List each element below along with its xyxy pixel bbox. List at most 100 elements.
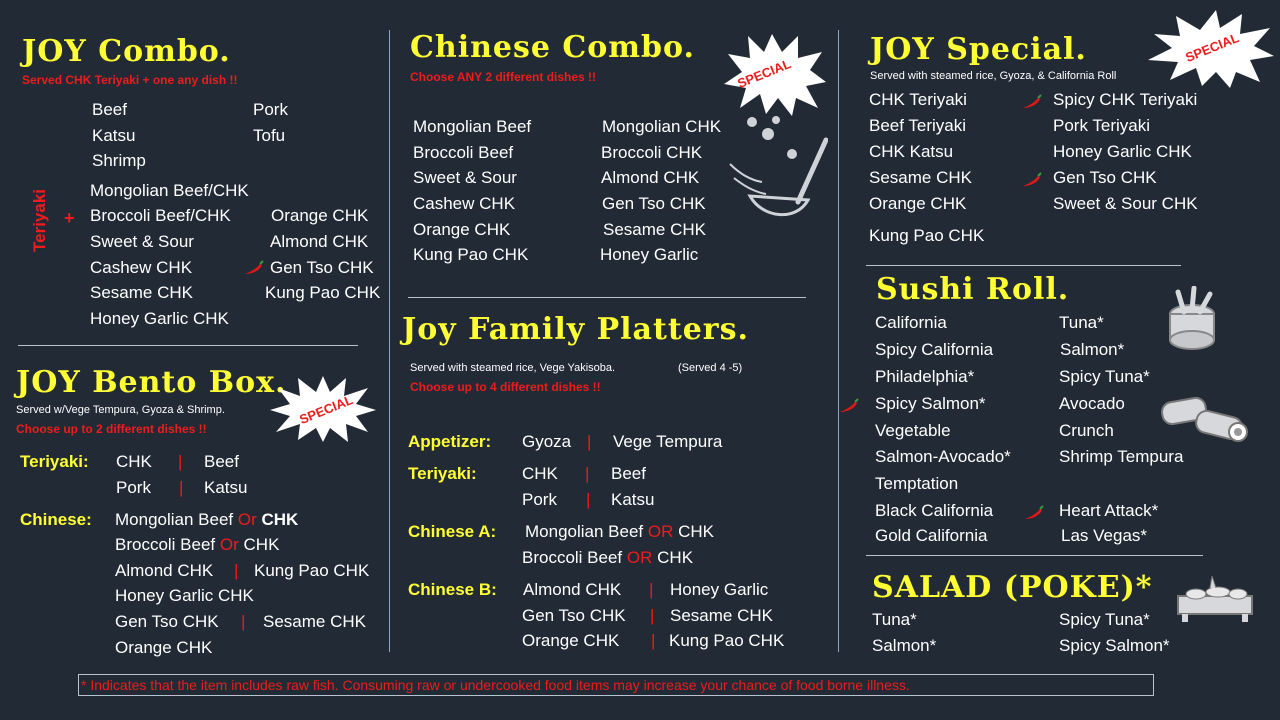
menu-item: Tuna*: [1059, 313, 1104, 332]
menu-item: Honey Garlic CHK: [115, 586, 254, 605]
menu-item: Salmon*: [872, 636, 937, 655]
menu-item: Mongolian Beef: [413, 117, 532, 136]
menu-item: Vege Tempura: [613, 432, 723, 451]
menu-item: Beef: [204, 452, 239, 471]
menu-item: Heart Attack*: [1059, 501, 1159, 520]
menu-item: CHK: [522, 464, 558, 483]
menu-item: Sesame CHK: [869, 168, 972, 187]
menu-item: Kung Pao CHK: [265, 283, 381, 302]
separator: |: [585, 464, 590, 483]
menu-item: Salmon-Avocado*: [875, 447, 1011, 466]
menu-item: Honey Garlic CHK: [90, 309, 229, 328]
chili-pepper-icon: [840, 398, 859, 412]
menu-item: Almond CHK: [601, 168, 700, 187]
menu-item: Pork: [116, 478, 151, 497]
column-divider-2: [838, 30, 839, 652]
menu-item: Sesame CHK: [603, 220, 706, 239]
family-appetizer-label: Appetizer:: [408, 432, 492, 451]
menu-item: Orange CHK: [522, 631, 620, 650]
menu-item: Orange CHK: [413, 220, 511, 239]
menu-item: Gen Tso CHK: [522, 606, 626, 625]
menu-item: Avocado: [1059, 394, 1125, 413]
special-starburst-icon: [270, 376, 376, 442]
menu-item: Almond CHK: [270, 232, 369, 251]
menu-item: Pork: [522, 490, 557, 509]
chili-pepper-icon: [245, 260, 264, 274]
menu-item: Gyoza: [522, 432, 572, 451]
menu-item: Gen Tso CHK: [270, 258, 374, 277]
menu-item: Pork: [253, 100, 288, 119]
menu-item: CHK: [116, 452, 152, 471]
menu-item: Broccoli Beef/CHK: [90, 206, 231, 225]
menu-item: Beef Teriyaki: [869, 116, 967, 135]
sushi-title: Sushi Roll.: [876, 272, 1070, 307]
menu-item: Broccoli Beef OR CHK: [522, 548, 694, 567]
plus-sign: +: [64, 208, 75, 228]
menu-item: Sweet & Sour CHK: [1053, 194, 1198, 213]
menu-item: Mongolian Beef/CHK: [90, 181, 249, 200]
separator: |: [241, 612, 246, 631]
special-starburst-icon: [724, 34, 826, 116]
menu-item: Kung Pao CHK: [869, 226, 985, 245]
menu-item: Tuna*: [872, 610, 917, 629]
menu-item: Shrimp: [92, 151, 146, 170]
menu-item: Orange CHK: [115, 638, 213, 657]
raw-fish-disclaimer: * Indicates that the item includes raw f…: [78, 674, 1154, 696]
menu-item: Kung Pao CHK: [669, 631, 785, 650]
menu-item: Almond CHK: [115, 561, 214, 580]
menu-item: Spicy Tuna*: [1059, 610, 1150, 629]
joy-combo-title: JOY Combo.: [22, 34, 231, 69]
bento-title: JOY Bento Box.: [16, 365, 287, 400]
menu-item: Pork Teriyaki: [1053, 116, 1150, 135]
menu-item: Shrimp Tempura: [1059, 447, 1184, 466]
chili-pepper-icon: [1023, 94, 1042, 108]
divider-combo-bento: [18, 345, 358, 346]
poke-bowl-icon: [1177, 575, 1253, 622]
menu-item: Mongolian Beef Or CHK: [115, 510, 299, 529]
menu-item: Gen Tso CHK: [1053, 168, 1157, 187]
menu-item: Beef: [92, 100, 127, 119]
family-chinese-a-label: Chinese A:: [408, 522, 497, 541]
divider-special-sushi: [866, 265, 1181, 266]
separator: |: [234, 561, 239, 580]
sushi-rolls-icon: [1161, 396, 1248, 442]
menu-item: CHK Katsu: [869, 142, 954, 161]
bento-note: Choose up to 2 different dishes !!: [16, 422, 207, 436]
joy-special-title: JOY Special.: [870, 32, 1087, 67]
family-teriyaki-label: Teriyaki:: [408, 464, 477, 483]
family-note: Choose up to 4 different dishes !!: [410, 380, 601, 394]
menu-item: Broccoli CHK: [601, 143, 703, 162]
joy-special-subtitle: Served with steamed rice, Gyoza, & Calif…: [870, 70, 1117, 82]
menu-item: Cashew CHK: [90, 258, 193, 277]
separator: |: [178, 452, 183, 471]
bento-chinese-label: Chinese:: [20, 510, 92, 529]
menu-item: Sesame CHK: [670, 606, 773, 625]
menu-item: Beef: [611, 464, 646, 483]
teriyaki-side-label: Teriyaki: [30, 188, 49, 252]
menu-item: California: [875, 313, 947, 332]
sushi-roll-icon: [1169, 286, 1215, 350]
menu-item: Honey Garlic CHK: [1053, 142, 1192, 161]
divider-chinese-family: [408, 297, 806, 298]
wok-icon: [729, 116, 828, 216]
column-divider-1: [389, 30, 390, 652]
menu-item: Mongolian CHK: [602, 117, 722, 136]
separator: |: [586, 490, 591, 509]
menu-item: Gen Tso CHK: [115, 612, 219, 631]
menu-item: Black California: [875, 501, 994, 520]
menu-item: Cashew CHK: [413, 194, 516, 213]
menu-item: Broccoli Beef: [413, 143, 514, 162]
menu-item: Almond CHK: [523, 580, 622, 599]
salad-title: SALAD (POKE)*: [872, 570, 1153, 605]
menu-item: Kung Pao CHK: [413, 245, 529, 264]
menu-item: Katsu: [204, 478, 248, 497]
menu-item: Crunch: [1059, 421, 1114, 440]
menu-item: Vegetable: [875, 421, 951, 440]
menu-item: Honey Garlic: [600, 245, 699, 264]
chili-pepper-icon: [1025, 505, 1044, 519]
chinese-combo-subtitle: Choose ANY 2 different dishes !!: [410, 70, 597, 84]
menu-item: Broccoli Beef Or CHK: [115, 535, 280, 554]
menu-item: Spicy California: [875, 340, 994, 359]
menu-item: CHK Teriyaki: [869, 90, 967, 109]
menu-item: Spicy Tuna*: [1059, 367, 1150, 386]
